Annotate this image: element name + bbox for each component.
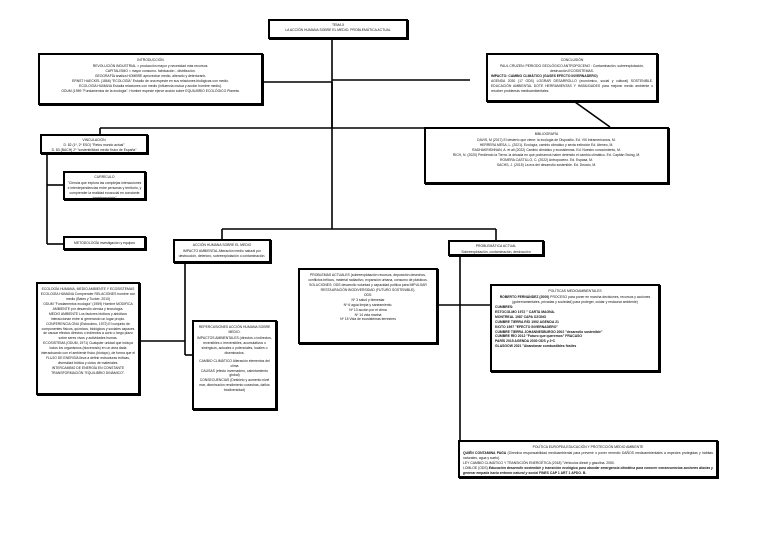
conclusion-line: IMPACTO: CAMBIO CLIMÁTICO (GASES EFECTO … (491, 73, 598, 78)
accion-humana-text: IMPACTO AMBIENTAL Alteración medio natur… (178, 248, 266, 258)
problemas-line: SOLUCIONES: ODS desarrollo voluntad y ca… (309, 282, 427, 292)
problematica-title: PROBLEMÁTICA ACTUAL (475, 244, 517, 248)
politicas-title: POLÍTICAS MEDIOAMBIENTALES (548, 289, 602, 293)
repercusiones-line: IMPACTOS AMBIENTALES (directos o indirec… (197, 335, 272, 355)
bibliografia-entry: DAVIS, M (2017) El desierto que viene: l… (477, 137, 616, 142)
politicas-intro-text: PROCESO para poner en marcha decisiones,… (512, 294, 651, 304)
problematica-box[interactable]: PROBLEMÁTICA ACTUAL Sobreexplotación, co… (448, 240, 544, 256)
repercusiones-box[interactable]: REPERCUSIONES ACCIÓN HUMANA SOBRE MEDIO.… (192, 320, 277, 410)
introduccion-box[interactable]: INTRODUCCIÓN REVOLUCIÓN INDUSTRIAL = pro… (38, 53, 263, 105)
politica-europea-line: LEY CAMBIO CLIMÁTICO Y TRANSICIÓN ENERGÉ… (463, 460, 615, 465)
conclusion-title: CONCLUSIÓN (560, 58, 584, 62)
introduccion-line: ODUM (1959 "Fundamentos de la ecología".… (61, 88, 240, 93)
introduccion-line: ECOLOGÍA HUMANA Estudia relaciones con m… (78, 83, 223, 88)
lomloe-prefix: LOMLOE (ODS) (463, 465, 489, 470)
ods-item: Nº 6 agua limpia y saneamiento. (343, 302, 393, 307)
politica-europea-title: POLÍTICA EUROPEA,EDUCACIÓN Y PROTECCIÓN … (532, 445, 644, 449)
ecologia-title: ECOLOGÍA HUMANA, MEDIO AMBIENTE Y ECOSIS… (41, 287, 135, 291)
root-subtitle: LA ACCIÓN HUMANA SOBRE EL MEDIO. PROBLEM… (285, 27, 391, 32)
ecologia-line: ECOLOGÍA HUMANA Comprender RELACIONES ho… (40, 291, 136, 301)
repercusiones-line: CONSECUENCIAS (Deshielo y aumento nivel … (199, 378, 270, 393)
curriculo-title: CURRÍCULO (94, 175, 115, 179)
politica-europea-box[interactable]: POLÍTICA EUROPEA,EDUCACIÓN Y PROTECCIÓN … (458, 440, 718, 478)
introduccion-line: GEOGRAFÍA analiza HOMBRE aprovechar medi… (94, 73, 207, 78)
conclusion-line: AGENDA 2030 (17 ODS) LOGRAR DESARROLLO (… (491, 78, 653, 93)
problemas-line: ODS: (363, 292, 373, 297)
cumbre-item: CUMBRE TIERRA RÍO 1992 AGENDA 21 (495, 319, 559, 324)
accion-humana-title: ACCIÓN HUMANA SOBRE EL MEDIO (192, 243, 252, 247)
root-title: TEMA 5 (331, 23, 345, 27)
bibliografia-entry: RICH, N. (2020) Perdiendo la Tierra. la … (452, 152, 641, 157)
cumbre-item: GLASGOW 2021 "Abandonar combustibles fós… (495, 344, 577, 349)
cumbre-item: PARÍS 2015 AGENDA 2030 ODS y 2ºC (495, 339, 556, 344)
bibliografia-title: BIBLIOGRAFÍA (534, 132, 559, 136)
cumbre-item: CUMBRE TIERRA JOHANNESBURGO 2002 "desarr… (495, 329, 603, 334)
ods-item: Nº 3 salud y bienestar (351, 297, 385, 302)
ods-item: Nº 13 acción por el clima (349, 307, 387, 312)
ecologia-line: ECOSISTEMA (ODUM, 1971) Cualquier unidad… (40, 341, 136, 366)
ecologia-line: ODUM "Fundamentos ecología" (1959) Hombr… (43, 301, 133, 311)
cumbre-item: KIOTO 1997 "EFECTO INVERNADERO" (495, 324, 559, 329)
root-topic-box[interactable]: TEMA 5 LA ACCIÓN HUMANA SOBRE EL MEDIO. … (268, 19, 408, 39)
introduccion-line: CAPITALISMO = mayor consumo- fabricación… (105, 68, 196, 73)
bibliografia-box[interactable]: BIBLIOGRAFÍA DAVIS, M (2017) El desierto… (424, 127, 669, 184)
accion-humana-box[interactable]: ACCIÓN HUMANA SOBRE EL MEDIO IMPACTO AMB… (173, 239, 271, 263)
politica-europea-line: LOMLOE (ODS) Educación desarrollo sosten… (463, 466, 713, 476)
vinculacion-title: VINCULACIÓN (82, 138, 106, 142)
politica-europea-line: QUIÉN CONTAMINA PAGA (Directiva responsa… (463, 451, 713, 461)
bibliografia-entry: RADHAKRISHNAN, A. et all (2022) Cambio c… (472, 147, 621, 152)
metodologia-box[interactable]: METODOLOGÍA investigación y equipos (63, 236, 146, 250)
lomloe-suffix: FINES CAP 1 ART 1 APDO. B. (538, 470, 587, 475)
conclusion-line: PAUL CRUZEN: PERIODO GEOLÓGICO ANTROPOCE… (500, 63, 644, 73)
quien-contamina-paga: QUIÉN CONTAMINA PAGA (463, 450, 507, 455)
introduccion-line: ERNST HAECKEL (1866) "ECOLOGÍA" Estudio … (72, 78, 229, 83)
ods-item: Nº 15 Vida de ecosistemas terrestres (340, 317, 396, 322)
vinculacion-box[interactable]: VINCULACIÓN D. 82 (1º, 2º ESO) "Retos mu… (40, 134, 148, 154)
repercusiones-title: REPERCUSIONES ACCIÓN HUMANA SOBRE MEDIO. (198, 325, 271, 334)
cumbre-item: ESTOCOLMO 1972 " CARTA MAGNA. (495, 309, 555, 314)
cumbre-item: CUMBRE RÍO 2012 "Futuro que queremos" FR… (495, 334, 583, 339)
problemas-ods-box[interactable]: PROBLEMAS ACTUALES (sobreexplotación rec… (298, 268, 438, 344)
curriculo-box[interactable]: CURRÍCULO "Ciencia que explora las compl… (63, 171, 146, 200)
repercusiones-line: CAUSAS (efecto invernadero, calentamient… (200, 368, 269, 378)
cumbre-item: MONTREAL 1987 CAPA OZONO (495, 314, 547, 319)
introduccion-line: REVOLUCIÓN INDUSTRIAL = producción mayor… (92, 63, 209, 68)
ods-item: Nº 14 vida marina (354, 312, 382, 317)
politicas-intro-author: ROBERTO FERNÁNDEZ (2000) (499, 294, 550, 299)
repercusiones-line: CAMBIO CLIMÁTICO Alteración elementos de… (199, 358, 270, 368)
ecologia-line: INTERCAMBIO DE ENERGÍA EN CONSTANTE TRAN… (51, 366, 125, 375)
vinculacion-line: D. 83 (BACH) 2º "sostenibilidad medio fí… (51, 147, 137, 152)
bibliografia-entry: ROMERA CASTILLO, C. (2022) Antropoceno. … (500, 157, 593, 162)
politicas-box[interactable]: POLÍTICAS MEDIOAMBIENTALES ROBERTO FERNÁ… (490, 284, 660, 372)
politicas-intro: ROBERTO FERNÁNDEZ (2000) PROCESO para po… (495, 295, 655, 305)
ecologia-line: MEDIO AMBIENTE Los factores bióticos y a… (48, 311, 127, 321)
cumbres-label: CUMBRES: (495, 304, 514, 309)
politica-europea-line-text: (Directiva responsabilidad medioambienta… (463, 450, 713, 460)
curriculo-text: "Ciencia que explora las complejas inter… (67, 180, 142, 200)
ecologia-line: CONFERENCIA ONU (Estocolmo, 1972) El con… (41, 321, 135, 341)
vinculacion-line: D. 82 (1º, 2º ESO) "Retos mundo actual" (63, 142, 125, 147)
metodologia-text: METODOLOGÍA investigación y equipos (74, 241, 135, 245)
bibliografia-entry: HERRERA MESA, L. (2021). Ecología, cambi… (479, 142, 614, 147)
problematica-text: Sobreexplotación, contaminación, destruc… (461, 249, 531, 254)
problemas-line: PROBLEMAS ACTUALES (sobreexplotación rec… (308, 273, 428, 282)
introduccion-title: INTRODUCCIÓN (137, 58, 164, 62)
conclusion-box[interactable]: CONCLUSIÓN PAUL CRUZEN: PERIODO GEOLÓGIC… (486, 53, 658, 102)
bibliografia-entry: SACHS, J. (2015) La era del desarrollo s… (496, 162, 597, 167)
lomloe-text: Educación desarrollo sostenible y transi… (463, 465, 713, 475)
ecologia-box[interactable]: ECOLOGÍA HUMANA, MEDIO AMBIENTE Y ECOSIS… (36, 282, 140, 395)
